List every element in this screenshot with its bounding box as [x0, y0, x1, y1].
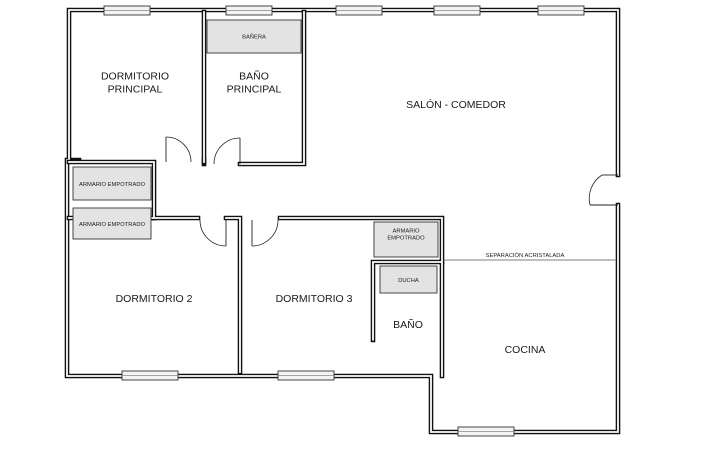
window-top-4	[433, 5, 481, 16]
door-bedroom-2	[199, 219, 227, 247]
window-bottom-2	[277, 370, 335, 381]
bathtub	[206, 19, 302, 54]
window-bottom-3	[457, 426, 515, 437]
door-master-bedroom	[165, 136, 192, 163]
wall-hall-2	[223, 215, 243, 375]
wardrobe-bedroom-3	[373, 221, 439, 258]
room-bathroom-label: BAÑO	[393, 318, 423, 331]
window-top-3	[335, 5, 383, 16]
shower-label: DUCHA	[398, 278, 419, 284]
doors	[165, 136, 618, 343]
window-top-2	[225, 5, 273, 16]
room-bedroom-2-label: DORMITORIO 2	[116, 293, 193, 305]
window-top-1	[103, 5, 151, 16]
window-top-5	[537, 5, 585, 16]
door-bedroom-3	[251, 219, 279, 247]
windows	[103, 5, 585, 437]
room-kitchen-label: COCINA	[505, 344, 546, 356]
door-entrance	[588, 174, 618, 206]
shower	[379, 265, 438, 294]
room-living-dining-label: SALÓN - COMEDOR	[406, 98, 506, 111]
window-bottom-1	[121, 370, 179, 381]
wardrobe-master-label: ARMARIO EMPOTRADO	[79, 182, 146, 188]
fixtures: BAÑERA ARMARIO EMPOTRADO ARMARIO EMPOTRA…	[72, 19, 616, 294]
wardrobe-bedroom-2	[72, 207, 152, 240]
wardrobe-master	[72, 166, 152, 201]
door-master-bath	[213, 137, 241, 165]
door-bathroom	[372, 339, 376, 343]
wardrobe-bedroom-2-label: ARMARIO EMPOTRADO	[79, 222, 146, 228]
glass-partition-label: SEPARACIÓN ACRISTALADA	[486, 252, 565, 259]
room-bedroom-3-label: DORMITORIO 3	[276, 293, 353, 305]
bathtub-label: BAÑERA	[242, 34, 266, 41]
